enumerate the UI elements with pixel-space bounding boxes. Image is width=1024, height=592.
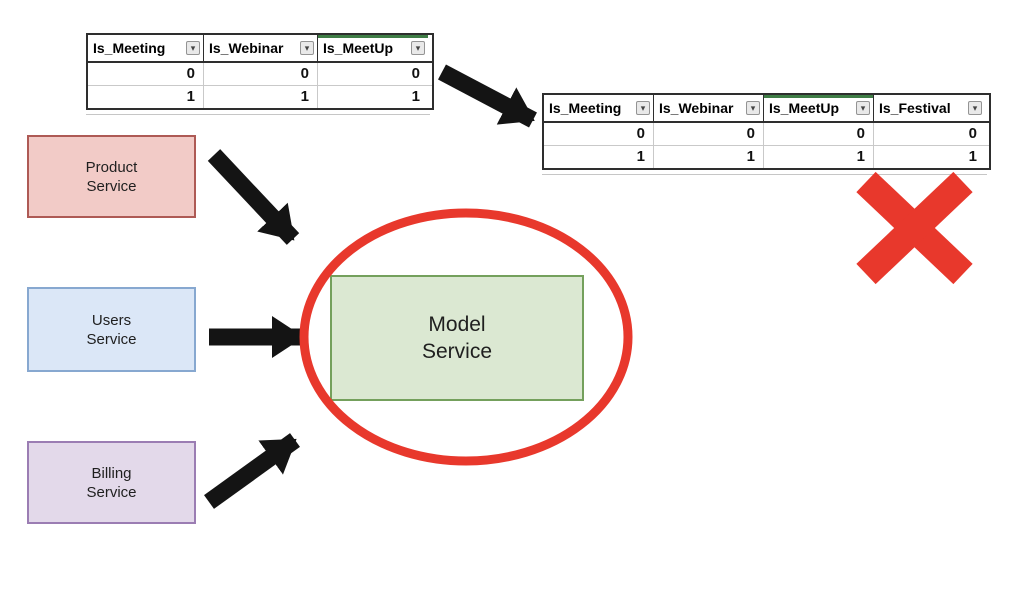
filter-dropdown-icon[interactable]: ▾ (968, 101, 982, 115)
feature-table-after: Is_Meeting ▾ Is_Webinar ▾ Is_MeetUp ▾ Is… (542, 93, 991, 170)
column-header: Is_MeetUp ▾ (764, 95, 874, 121)
model-service-box: Model Service (330, 275, 584, 401)
table-cell: 0 (764, 123, 874, 145)
table-row: 1 1 1 1 (544, 146, 989, 168)
box-label-line: Service (421, 340, 493, 363)
x-mark-icon (856, 171, 973, 285)
filter-dropdown-icon[interactable]: ▾ (411, 41, 425, 55)
product-to-model-arrow (207, 149, 300, 245)
filter-dropdown-icon[interactable]: ▾ (300, 41, 314, 55)
x-mark-stroke (856, 171, 973, 285)
table-cell: 1 (411, 88, 420, 105)
feature-table-before: Is_Meeting ▾ Is_Webinar ▾ Is_MeetUp ▾ 0 … (86, 33, 434, 110)
column-header: Is_Festival ▾ (874, 95, 985, 121)
box-label-line: Service (86, 330, 137, 348)
column-header: Is_MeetUp ▾ (318, 35, 428, 61)
table-row: 1 1 1 (88, 86, 432, 108)
table-row: 0 0 0 (88, 63, 432, 86)
billing-to-model-arrow (204, 433, 300, 509)
table-cell: 0 (968, 125, 977, 142)
table-cell: 1 (968, 148, 977, 165)
billing-service-box: Billing Service (27, 441, 196, 524)
column-header: Is_Meeting ▾ (544, 95, 654, 121)
spreadsheet-gridline (86, 110, 430, 115)
column-header: Is_Webinar ▾ (654, 95, 764, 121)
column-header-label: Is_Meeting (549, 100, 622, 116)
filter-dropdown-icon[interactable]: ▾ (746, 101, 760, 115)
filter-dropdown-icon[interactable]: ▾ (186, 41, 200, 55)
table-cell: 1 (544, 146, 654, 168)
x-mark-stroke (856, 171, 973, 285)
box-label-line: Service (86, 483, 137, 501)
column-header-label: Is_MeetUp (323, 40, 394, 56)
table-cell: 0 (88, 63, 204, 85)
table-header-row: Is_Meeting ▾ Is_Webinar ▾ Is_MeetUp ▾ (88, 35, 432, 63)
spreadsheet-gridline (542, 170, 987, 175)
column-header: Is_Meeting ▾ (88, 35, 204, 61)
table-transform-arrow (438, 64, 537, 128)
table-cell: 0 (654, 123, 764, 145)
column-header: Is_Webinar ▾ (204, 35, 318, 61)
filter-dropdown-icon[interactable]: ▾ (636, 101, 650, 115)
users-service-box: Users Service (27, 287, 196, 372)
table-cell: 0 (411, 65, 420, 82)
table-cell: 0 (544, 123, 654, 145)
column-header-label: Is_MeetUp (769, 100, 840, 116)
table-cell: 1 (204, 86, 318, 108)
product-service-box: Product Service (27, 135, 196, 218)
table-cell: 0 (204, 63, 318, 85)
filter-dropdown-icon[interactable]: ▾ (856, 101, 870, 115)
box-label-line: Model (428, 313, 486, 336)
box-label-line: Service (86, 177, 137, 195)
table-header-row: Is_Meeting ▾ Is_Webinar ▾ Is_MeetUp ▾ Is… (544, 95, 989, 123)
table-cell: 1 (88, 86, 204, 108)
column-header-label: Is_Webinar (659, 100, 734, 116)
table-cell: 1 (764, 146, 874, 168)
box-label-line: Product (85, 158, 138, 176)
box-label-line: Billing (91, 464, 132, 482)
table-cell: 1 (654, 146, 764, 168)
column-header-label: Is_Meeting (93, 40, 166, 56)
column-header-label: Is_Webinar (209, 40, 284, 56)
table-row: 0 0 0 0 (544, 123, 989, 146)
box-label-line: Users (91, 311, 132, 329)
column-header-label: Is_Festival (879, 100, 951, 116)
